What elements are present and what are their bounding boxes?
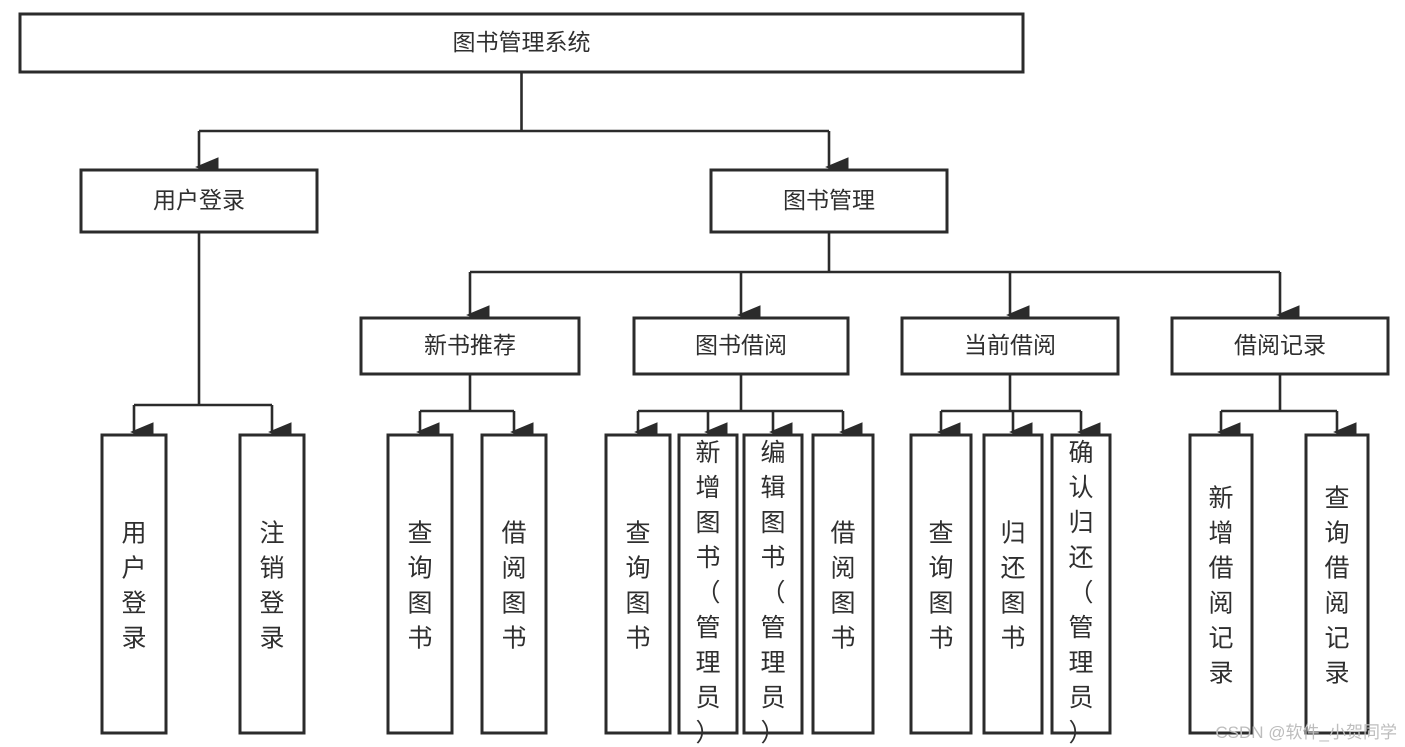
leaf-node-0[interactable]: 用户登录 [100, 433, 168, 735]
leaf-node-8-rect [909, 433, 973, 735]
leaf-node-0-rect [100, 433, 168, 735]
leaf-node-3-label: 借阅图书 [501, 519, 526, 652]
leaf-node-10[interactable]: 确认归还（管理员） [1050, 433, 1112, 747]
leaf-node-2-label: 查询图书 [407, 519, 432, 652]
leaf-node-8[interactable]: 查询图书 [909, 433, 973, 735]
leaf-node-3-rect [480, 433, 548, 735]
leaf-node-7-label: 借阅图书 [830, 519, 855, 652]
leaf-node-2-rect [386, 433, 454, 735]
level3-node-0-label: 新书推荐 [424, 332, 516, 358]
leaf-node-1-rect [238, 433, 306, 735]
leaf-node-4-rect [604, 433, 672, 735]
connector-edges [130, 72, 1357, 442]
level2-node-1[interactable]: 图书管理 [709, 168, 949, 234]
level3-node-0-rect [359, 316, 581, 376]
level2-node-0-label: 用户登录 [153, 187, 245, 213]
leaf-node-0-label: 用户登录 [121, 519, 146, 652]
leaf-node-5[interactable]: 新增图书（管理员） [677, 433, 739, 747]
root-node[interactable]: 图书管理系统 [18, 12, 1025, 74]
level3-node-2-label: 当前借阅 [964, 332, 1056, 358]
leaf-node-3[interactable]: 借阅图书 [480, 433, 548, 735]
leaf-node-11[interactable]: 新增借阅记录 [1188, 433, 1254, 735]
leaf-node-11-label: 新增借阅记录 [1208, 484, 1233, 687]
leaf-node-4[interactable]: 查询图书 [604, 433, 672, 735]
level3-node-0[interactable]: 新书推荐 [359, 316, 581, 376]
leaf-node-7[interactable]: 借阅图书 [811, 433, 875, 735]
leaf-node-12[interactable]: 查询借阅记录 [1304, 433, 1370, 735]
leaf-node-8-label: 查询图书 [928, 519, 953, 652]
level3-node-1-label: 图书借阅 [695, 332, 787, 358]
level2-node-1-rect [709, 168, 949, 234]
leaf-node-1-label: 注销登录 [259, 519, 284, 652]
leaf-node-4-label: 查询图书 [625, 519, 650, 652]
leaf-node-1[interactable]: 注销登录 [238, 433, 306, 735]
level3-node-1[interactable]: 图书借阅 [632, 316, 850, 376]
leaf-node-12-rect [1304, 433, 1370, 735]
root-node-rect [18, 12, 1025, 74]
leaf-node-6[interactable]: 编辑图书（管理员） [742, 433, 804, 747]
leaf-node-5-rect [677, 433, 739, 735]
level2-node-0-rect [79, 168, 319, 234]
leaf-node-9-label: 归还图书 [1000, 519, 1025, 652]
leaf-node-10-label: 确认归还（管理员） [1068, 439, 1093, 747]
node-boxes: 图书管理系统用户登录图书管理新书推荐图书借阅当前借阅借阅记录用户登录注销登录查询… [18, 12, 1390, 747]
level3-node-1-rect [632, 316, 850, 376]
level2-node-0[interactable]: 用户登录 [79, 168, 319, 234]
leaf-node-6-label: 编辑图书（管理员） [760, 439, 785, 747]
leaf-node-2[interactable]: 查询图书 [386, 433, 454, 735]
leaf-node-6-rect [742, 433, 804, 735]
leaf-node-11-rect [1188, 433, 1254, 735]
leaf-node-12-label: 查询借阅记录 [1324, 484, 1349, 687]
level2-node-1-label: 图书管理 [783, 187, 875, 213]
level3-node-2[interactable]: 当前借阅 [900, 316, 1120, 376]
root-node-label: 图书管理系统 [453, 29, 591, 55]
leaf-node-7-rect [811, 433, 875, 735]
level3-node-3[interactable]: 借阅记录 [1170, 316, 1390, 376]
level3-node-2-rect [900, 316, 1120, 376]
leaf-node-9-rect [982, 433, 1044, 735]
leaf-node-9[interactable]: 归还图书 [982, 433, 1044, 735]
level3-node-3-label: 借阅记录 [1234, 332, 1326, 358]
leaf-node-5-label: 新增图书（管理员） [695, 439, 720, 747]
level3-node-3-rect [1170, 316, 1390, 376]
leaf-node-10-rect [1050, 433, 1112, 735]
